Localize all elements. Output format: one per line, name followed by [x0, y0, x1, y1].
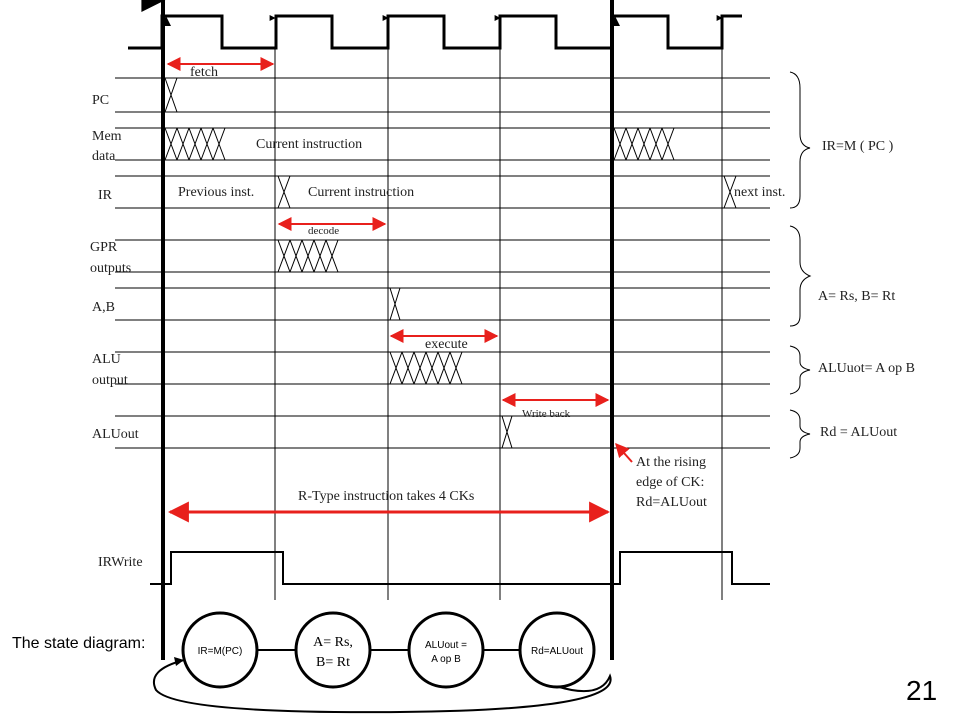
signal-gpr-line1: GPR	[90, 240, 118, 255]
decode-label: decode	[308, 225, 339, 237]
eq-rd: Rd = ALUout	[820, 425, 897, 440]
ir-next-inst: next inst.	[734, 185, 785, 200]
write-back-label: Write back	[522, 408, 571, 420]
signal-lines	[115, 77, 770, 449]
state-2-label-line2: B= Rt	[316, 655, 350, 670]
signal-gpr-line2: outputs	[90, 261, 131, 276]
state-2	[294, 611, 372, 689]
phase-arrows	[166, 57, 633, 523]
fetch-label: fetch	[190, 65, 218, 80]
signal-alu-line1: ALU	[92, 352, 121, 367]
irwrite-waveform	[150, 551, 770, 585]
clock-waveform	[128, 14, 742, 50]
eq-ir: IR=M ( PC )	[822, 139, 894, 154]
rtype-note: R-Type instruction takes 4 CKs	[298, 489, 474, 504]
state-3-label-line2: A op B	[431, 654, 461, 665]
transition-marks	[164, 77, 737, 449]
state-diagram-label: The state diagram:	[12, 635, 145, 652]
signal-ir: IR	[98, 188, 113, 203]
state-4-label: Rd=ALUout	[531, 646, 583, 657]
state-1-label: IR=M(PC)	[198, 646, 243, 657]
note-rising-line3: Rd=ALUout	[636, 495, 707, 510]
eq-alu: ALUuot= A op B	[818, 361, 915, 376]
signal-irwrite: IRWrite	[98, 555, 143, 570]
signal-pc: PC	[92, 93, 109, 108]
state-2-label-line1: A= Rs,	[313, 635, 353, 650]
signal-mem-line1: Mem	[92, 129, 122, 144]
execute-label: execute	[425, 337, 468, 352]
note-rising-line1: At the rising	[636, 455, 706, 470]
mem-current-instruction: Current instruction	[256, 137, 362, 152]
state-1	[181, 611, 259, 689]
page-number: 21	[906, 675, 937, 706]
signal-aluout: ALUout	[92, 427, 139, 442]
signal-alu-line2: output	[92, 373, 128, 388]
eq-ab: A= Rs, B= Rt	[818, 289, 895, 304]
ir-current-instruction: Current instruction	[308, 185, 414, 200]
note-rising-line2: edge of CK:	[636, 475, 704, 490]
signal-mem-line2: data	[92, 149, 116, 164]
state-3-label-line1: ALUout =	[425, 640, 467, 651]
ir-previous-inst: Previous inst.	[178, 185, 254, 200]
state-diagram: IR=M(PC) A= Rs, B= Rt ALUout = A op B Rd…	[153, 611, 612, 714]
right-braces	[789, 71, 812, 459]
state-3	[407, 611, 485, 689]
signal-ab: A,B	[92, 300, 115, 315]
state-4	[518, 611, 596, 689]
